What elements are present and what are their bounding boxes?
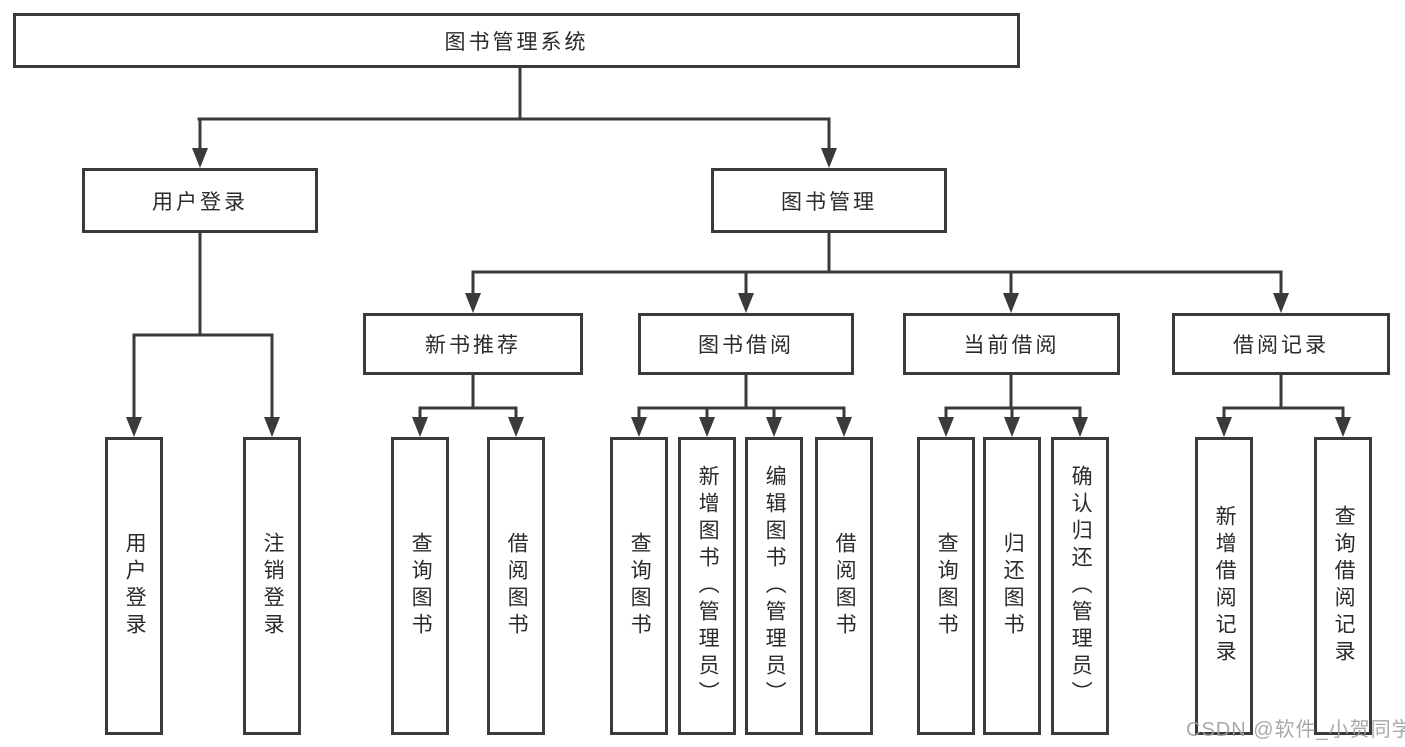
node-book-mgmt: 图书管理 — [711, 168, 947, 233]
node-current-borrow-label: 当前借阅 — [963, 334, 1060, 357]
leaf-logout-label: 注销登录 — [261, 532, 285, 640]
node-book-borrow-label: 图书借阅 — [698, 334, 794, 357]
node-user-login-label: 用户登录 — [152, 190, 248, 214]
leaf-user-login: 用户登录 — [105, 437, 163, 735]
leaf-borrow-book-1: 借阅图书 — [487, 437, 545, 735]
csdn-watermark: CSDN @软件_小贺同学 — [1186, 719, 1405, 741]
leaf-query-book-1-label: 查询图书 — [409, 532, 433, 640]
node-book-mgmt-label: 图书管理 — [781, 190, 877, 214]
leaf-user-login-label: 用户登录 — [123, 532, 147, 640]
leaf-add-book-admin: 新增图书（管理员） — [678, 437, 736, 735]
leaf-return-book-label: 归还图书 — [1001, 532, 1025, 640]
node-new-book-rec-label: 新书推荐 — [425, 334, 521, 357]
leaf-edit-book-admin: 编辑图书（管理员） — [745, 437, 803, 735]
leaf-confirm-return-admin-label: 确认归还（管理员） — [1069, 464, 1093, 708]
node-book-borrow: 图书借阅 — [638, 313, 854, 375]
node-root: 图书管理系统 — [13, 13, 1020, 68]
leaf-borrow-book-2-label: 借阅图书 — [833, 532, 857, 640]
node-current-borrow: 当前借阅 — [903, 313, 1120, 375]
leaf-query-borrow-record-label: 查询借阅记录 — [1332, 505, 1356, 667]
leaf-query-book-1: 查询图书 — [391, 437, 449, 735]
node-root-label: 图书管理系统 — [444, 30, 589, 54]
leaf-logout: 注销登录 — [243, 437, 301, 735]
node-user-login: 用户登录 — [82, 168, 318, 233]
leaf-query-book-3: 查询图书 — [917, 437, 975, 735]
leaf-borrow-book-2: 借阅图书 — [815, 437, 873, 735]
leaf-query-book-2-label: 查询图书 — [628, 532, 652, 640]
node-borrow-records-label: 借阅记录 — [1233, 334, 1329, 357]
node-borrow-records: 借阅记录 — [1172, 313, 1390, 375]
leaf-edit-book-admin-label: 编辑图书（管理员） — [763, 464, 787, 708]
leaf-query-book-3-label: 查询图书 — [935, 532, 959, 640]
leaf-query-book-2: 查询图书 — [610, 437, 668, 735]
leaf-add-borrow-record-label: 新增借阅记录 — [1213, 505, 1237, 667]
leaf-confirm-return-admin: 确认归还（管理员） — [1051, 437, 1109, 735]
leaf-return-book: 归还图书 — [983, 437, 1041, 735]
node-new-book-rec: 新书推荐 — [363, 313, 583, 375]
leaf-add-book-admin-label: 新增图书（管理员） — [696, 464, 720, 708]
leaf-query-borrow-record: 查询借阅记录 — [1314, 437, 1372, 735]
leaf-add-borrow-record: 新增借阅记录 — [1195, 437, 1253, 735]
leaf-borrow-book-1-label: 借阅图书 — [505, 532, 529, 640]
